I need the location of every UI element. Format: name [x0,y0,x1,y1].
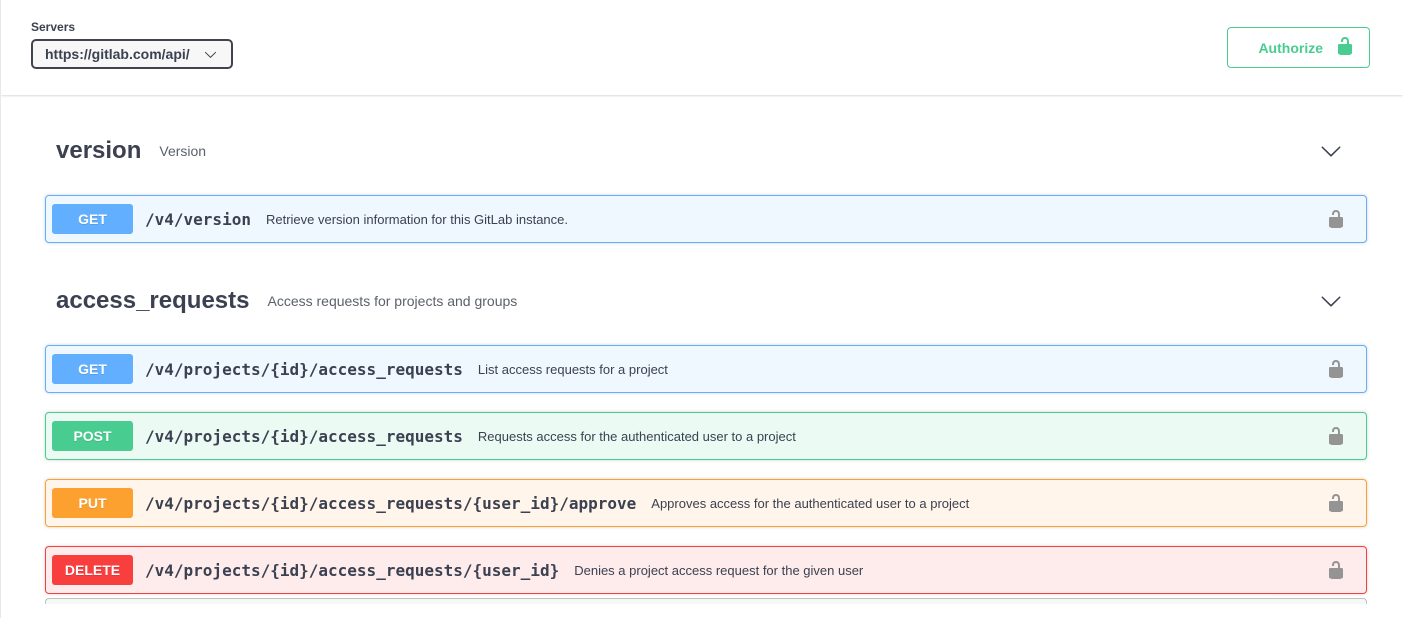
operation-path: /v4/projects/{id}/access_requests/{user_… [145,560,560,580]
section-title: version [56,137,142,164]
operation-summary: Requests access for the authenticated us… [477,428,796,444]
section-description: Version [159,143,207,159]
operation-path: /v4/projects/{id}/access_requests/{user_… [145,493,637,513]
section-header[interactable]: access_requests Access requests for proj… [45,277,1367,325]
scheme-container: Servers https://gitlab.com/api/ Authoriz… [1,0,1403,95]
unlocked-padlock-icon [1335,36,1355,59]
operation-path: /v4/projects/{id}/access_requests [145,359,463,379]
operation-summary: Retrieve version information for this Gi… [265,211,568,227]
operation-row[interactable]: POST /v4/projects/{id}/access_requests R… [45,412,1367,460]
partially-visible-next-row [45,598,1367,604]
unlocked-padlock-icon[interactable] [1326,493,1346,513]
operation-row[interactable]: DELETE /v4/projects/{id}/access_requests… [45,546,1367,594]
unlocked-padlock-icon[interactable] [1326,359,1346,379]
server-select[interactable]: https://gitlab.com/api/ [31,39,233,69]
method-badge: DELETE [52,555,133,585]
method-badge: GET [52,354,133,384]
operation-row[interactable]: GET /v4/version Retrieve version informa… [45,195,1367,243]
section-header[interactable]: version Version [45,127,1367,175]
operation-row[interactable]: PUT /v4/projects/{id}/access_requests/{u… [45,479,1367,527]
server-select-value: https://gitlab.com/api/ [45,46,190,62]
section-operations: GET /v4/projects/{id}/access_requests Li… [45,345,1367,594]
section-title: access_requests [56,287,250,314]
authorize-button-label: Authorize [1258,39,1323,56]
section-description: Access requests for projects and groups [267,293,518,309]
section-operations: GET /v4/version Retrieve version informa… [45,195,1367,243]
chevron-down-icon[interactable] [1320,140,1342,162]
servers-label: Servers [31,20,76,34]
operation-path: /v4/projects/{id}/access_requests [145,426,463,446]
unlocked-padlock-icon[interactable] [1326,560,1346,580]
chevron-down-icon[interactable] [1320,290,1342,312]
chevron-down-icon [204,48,217,61]
method-badge: PUT [52,488,133,518]
unlocked-padlock-icon[interactable] [1326,209,1346,229]
operation-summary: Approves access for the authenticated us… [651,495,970,511]
api-section: version Version GET /v4/version Retrieve… [45,127,1367,243]
operation-row[interactable]: GET /v4/projects/{id}/access_requests Li… [45,345,1367,393]
api-section: access_requests Access requests for proj… [45,277,1367,594]
operation-summary: List access requests for a project [477,361,668,377]
servers-block: Servers https://gitlab.com/api/ [31,20,233,69]
operation-summary: Denies a project access request for the … [574,562,864,578]
operation-path: /v4/version [145,209,251,229]
method-badge: GET [52,204,133,234]
method-badge: POST [52,421,133,451]
authorize-button[interactable]: Authorize [1227,27,1370,68]
operations-wrapper: version Version GET /v4/version Retrieve… [1,95,1403,604]
unlocked-padlock-icon[interactable] [1326,426,1346,446]
